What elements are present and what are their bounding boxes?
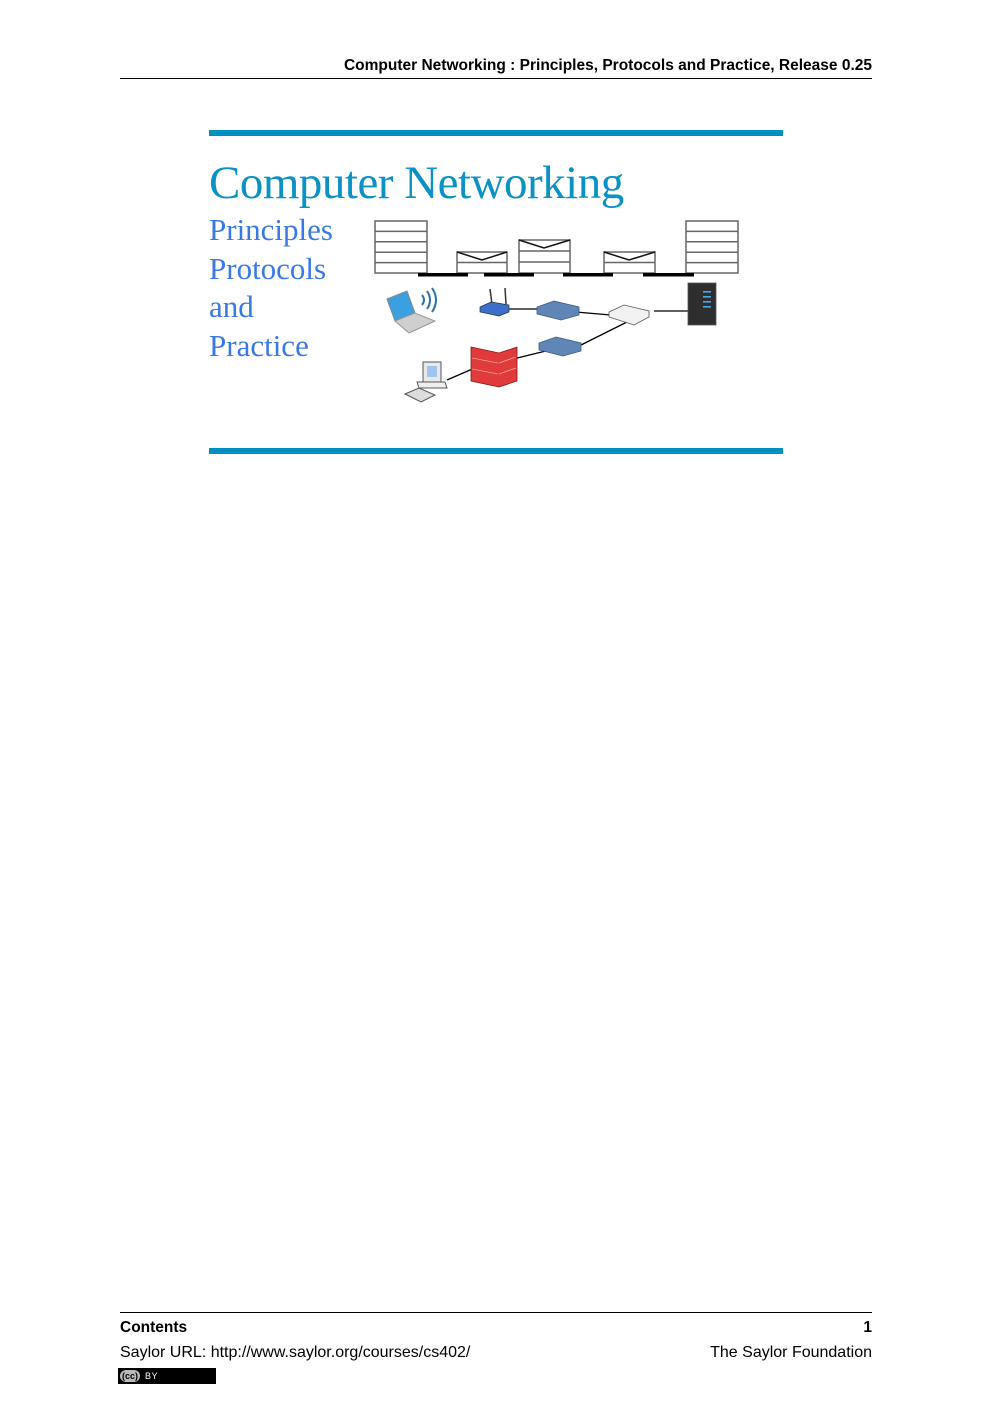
desktop-computer-icon [403, 361, 448, 403]
publisher: The Saylor Foundation [710, 1344, 872, 1361]
running-header: Computer Networking : Principles, Protoc… [343, 57, 872, 74]
cover-subtitle: Principles Protocols and Practice [209, 211, 333, 365]
packet-envelope-icon [518, 239, 571, 274]
subtitle-line-and: and [209, 289, 254, 324]
cover-title: Computer Networking [209, 157, 624, 209]
network-diagram [374, 220, 739, 403]
footer-rule [120, 1312, 872, 1313]
switch-icon [536, 300, 580, 321]
cover-top-bar [209, 130, 783, 136]
cc-by-license-badge[interactable]: (cc) BY [118, 1368, 216, 1384]
header-rule [120, 78, 872, 79]
packet-envelope-icon [603, 251, 656, 274]
subtitle-line-protocols: Protocols [209, 250, 327, 286]
switch-icon [538, 336, 582, 357]
cc-icon: (cc) [120, 1370, 141, 1382]
by-icon: BY [145, 1371, 159, 1381]
cover-image: Computer Networking Principles Protocols… [209, 129, 783, 455]
link-bars [418, 273, 694, 277]
footer-section-title: Contents [120, 1319, 188, 1336]
subtitle-line-principles: Principles [209, 212, 333, 247]
saylor-url[interactable]: Saylor URL: http://www.saylor.org/course… [120, 1344, 471, 1361]
page-number: 1 [863, 1319, 872, 1336]
packet-envelope-icon [456, 251, 508, 274]
cover-bottom-bar [209, 448, 783, 454]
right-stack-icon [685, 220, 739, 274]
subtitle-line-practice: Practice [209, 327, 309, 363]
firewall-icon [470, 346, 518, 388]
wireless-router-icon [479, 287, 510, 317]
hub-icon [608, 304, 650, 326]
left-stack-icon [374, 220, 428, 274]
server-icon [687, 282, 717, 326]
laptop-icon [386, 287, 437, 334]
